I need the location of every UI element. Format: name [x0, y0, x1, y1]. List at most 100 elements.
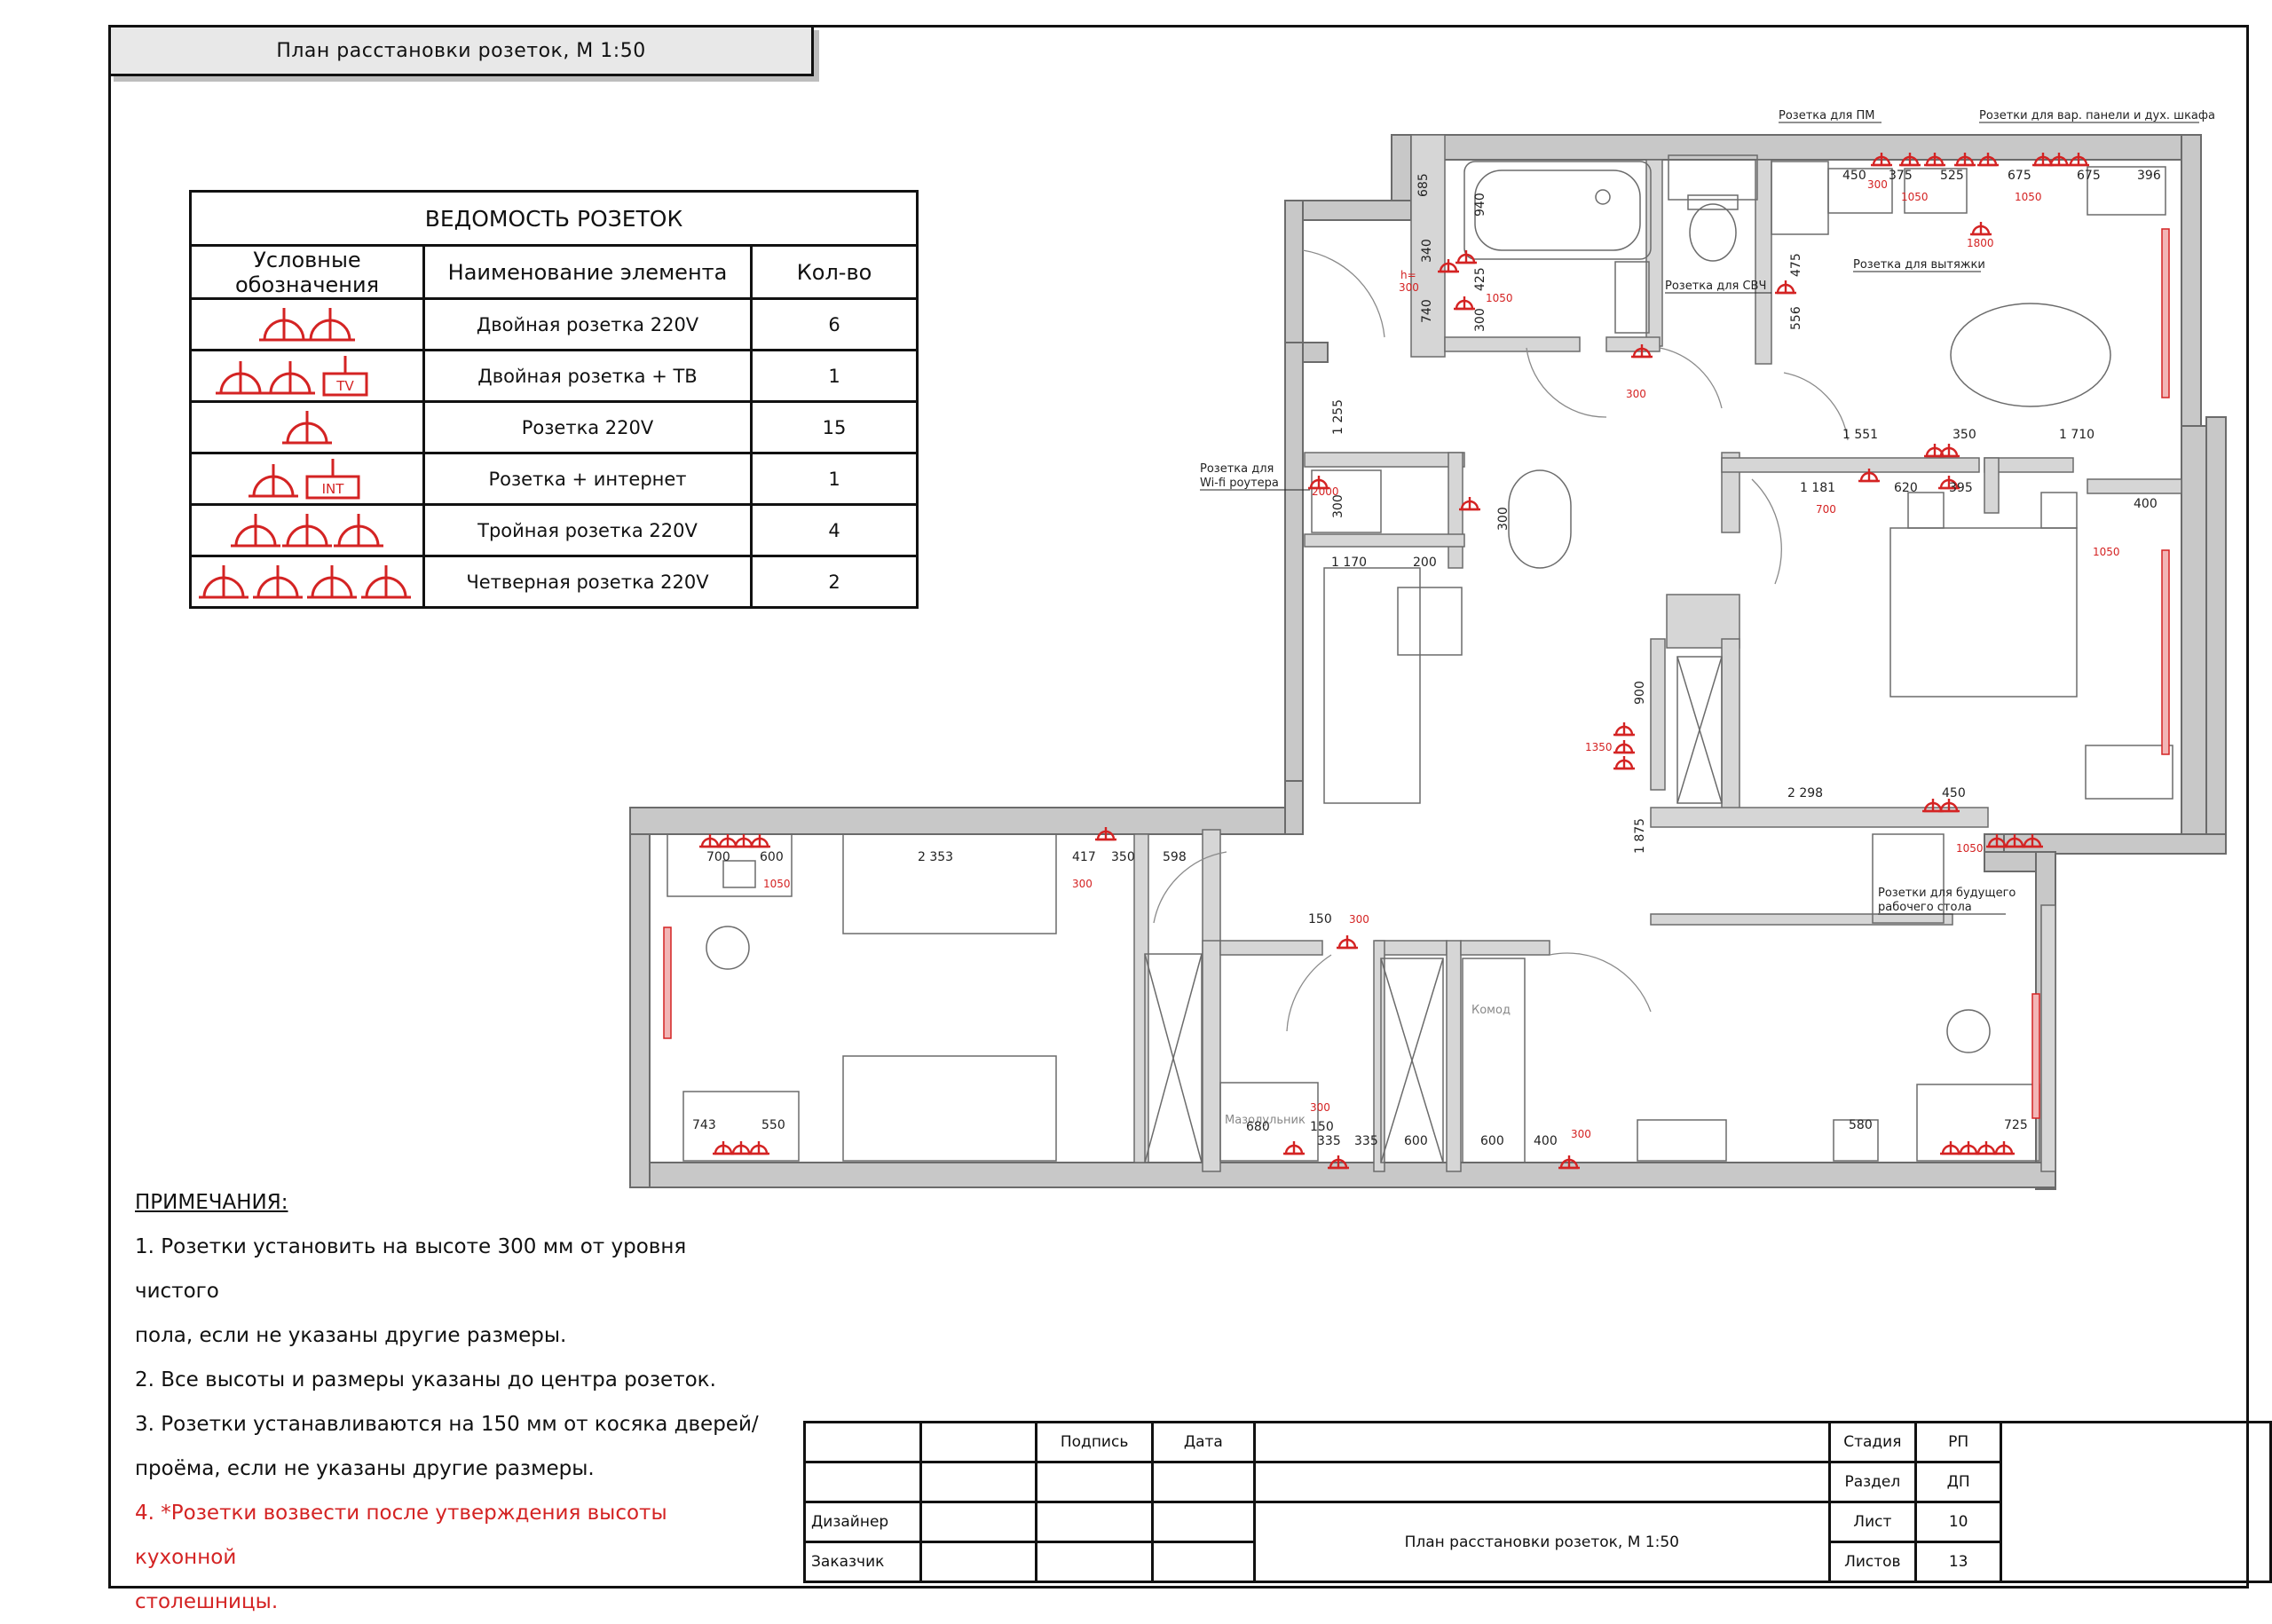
notes-block: ПРИМЕЧАНИЯ: 1. Розетки установить на выс…	[135, 1180, 774, 1624]
interior-walls	[1133, 134, 2182, 1172]
schedule-name: Розетка + интернет	[422, 452, 753, 506]
svg-text:375: 375	[1889, 169, 1913, 183]
callout-router-line1: Розетка для	[1200, 462, 1274, 476]
svg-text:1050: 1050	[1901, 191, 1929, 203]
svg-text:1 710: 1 710	[2059, 428, 2094, 442]
svg-text:150: 150	[1310, 1120, 1334, 1134]
svg-text:300: 300	[1626, 388, 1646, 400]
svg-text:600: 600	[1404, 1134, 1428, 1148]
note-line: 2. Все высоты и размеры указаны до центр…	[135, 1368, 716, 1391]
tb-sheet-label: Лист	[1827, 1501, 1917, 1543]
svg-text:300: 300	[1349, 913, 1369, 926]
tb-stage-label: Стадия	[1827, 1421, 1917, 1463]
drawing-frame	[108, 25, 2249, 1589]
single-socket-symbol	[189, 400, 425, 454]
triple-socket-symbol	[189, 503, 425, 557]
svg-text:475: 475	[1789, 253, 1803, 277]
svg-text:2000: 2000	[1312, 485, 1339, 498]
svg-text:1050: 1050	[2015, 191, 2042, 203]
svg-text:600: 600	[1480, 1134, 1504, 1148]
svg-text:300: 300	[1496, 507, 1511, 531]
svg-text:940: 940	[1473, 193, 1487, 217]
svg-text:h=: h=	[1400, 269, 1416, 281]
door-swings	[1153, 249, 1849, 1032]
callout-microwave: Розетка для СВЧ	[1665, 280, 1766, 293]
callout-desk-line1: Розетки для будущего	[1878, 887, 2016, 900]
schedule-name: Четверная розетка 220V	[422, 555, 753, 609]
svg-text:417: 417	[1072, 850, 1096, 864]
svg-text:2 298: 2 298	[1787, 786, 1823, 800]
svg-text:425: 425	[1473, 267, 1487, 291]
tb-date-label: Дата	[1151, 1421, 1256, 1463]
svg-text:1050: 1050	[763, 878, 791, 890]
double-socket-tv-symbol: TV	[189, 349, 425, 403]
exterior-walls	[629, 134, 2227, 1190]
double-socket-symbol	[189, 297, 425, 351]
svg-text:680: 680	[1246, 1120, 1270, 1134]
svg-text:700: 700	[1816, 503, 1836, 516]
tb-designer-label: Дизайнер	[803, 1501, 922, 1543]
svg-text:450: 450	[1942, 786, 1966, 800]
svg-text:396: 396	[2137, 169, 2161, 183]
sheet-title-tab: План расстановки розеток, М 1:50	[108, 25, 814, 76]
schedule-qty: 4	[750, 503, 919, 557]
svg-text:350: 350	[1952, 428, 1976, 442]
svg-text:725: 725	[2004, 1118, 2028, 1132]
svg-text:743: 743	[692, 1118, 716, 1132]
svg-text:740: 740	[1420, 299, 1434, 323]
schedule-name: Розетка 220V	[422, 400, 753, 454]
schedule-qty: 6	[750, 297, 919, 351]
svg-text:300: 300	[1310, 1101, 1330, 1114]
title-block: Подпись Дата Стадия РП Раздел ДП Дизайне…	[803, 1421, 2272, 1583]
note-warning: 4. *Розетки возвести после утверждения в…	[135, 1502, 667, 1569]
schedule-qty: 1	[750, 452, 919, 506]
schedule-row: Четверная розетка 220V 2	[189, 555, 919, 609]
sheet-title: План расстановки розеток, М 1:50	[276, 39, 646, 62]
svg-text:675: 675	[2008, 169, 2031, 183]
svg-text:556: 556	[1789, 306, 1803, 330]
svg-text:335: 335	[1317, 1134, 1341, 1148]
note-warning: столешницы.	[135, 1590, 279, 1613]
svg-text:400: 400	[1534, 1134, 1558, 1148]
svg-text:525: 525	[1940, 169, 1964, 183]
svg-text:1 170: 1 170	[1331, 556, 1367, 570]
dimension-labels: 450 375 525 675 675 396 580 725 1 551 35…	[692, 169, 2161, 1148]
tb-stage: РП	[1913, 1421, 2003, 1463]
tb-title: План расстановки розеток, М 1:50	[1252, 1501, 1831, 1583]
svg-text:1 875: 1 875	[1633, 818, 1647, 854]
schedule-header-qty: Кол-во	[750, 244, 919, 300]
schedule-row: Двойная розетка 220V 6	[189, 297, 919, 351]
svg-text:900: 900	[1633, 681, 1647, 705]
svg-text:550: 550	[761, 1118, 785, 1132]
svg-text:300: 300	[1867, 178, 1888, 191]
note-line: пола, если не указаны другие размеры.	[135, 1324, 567, 1347]
tb-sign-label: Подпись	[1035, 1421, 1154, 1463]
svg-text:350: 350	[1111, 850, 1135, 864]
svg-text:1050: 1050	[1486, 292, 1513, 304]
socket-internet-symbol: INT	[189, 452, 425, 506]
svg-text:400: 400	[2134, 497, 2158, 511]
svg-text:1350: 1350	[1585, 741, 1613, 753]
schedule-qty: 1	[750, 349, 919, 403]
callout-desk-line2: рабочего стола	[1878, 901, 1972, 914]
note-line: проёма, если не указаны другие размеры.	[135, 1457, 595, 1480]
callout-hood: Розетка для вытяжки	[1853, 258, 1985, 272]
svg-text:580: 580	[1849, 1118, 1873, 1132]
svg-text:450: 450	[1842, 169, 1866, 183]
radiators	[663, 228, 2170, 1119]
schedule-row: Розетка 220V 15	[189, 400, 919, 454]
tb-sheets-label: Листов	[1827, 1541, 1917, 1583]
svg-text:300: 300	[1571, 1128, 1591, 1140]
schedule-row: TV Двойная розетка + ТВ 1	[189, 349, 919, 403]
svg-text:1 181: 1 181	[1800, 481, 1835, 495]
svg-text:675: 675	[2077, 169, 2101, 183]
svg-text:1050: 1050	[1956, 842, 1984, 855]
tv-tag: TV	[335, 378, 354, 394]
svg-text:395: 395	[1949, 481, 1973, 495]
svg-text:1 255: 1 255	[1331, 399, 1345, 435]
tb-section: ДП	[1913, 1461, 2003, 1503]
svg-text:1800: 1800	[1967, 237, 1994, 249]
note-line: 1. Розетки установить на высоте 300 мм о…	[135, 1235, 687, 1303]
callout-router-line2: Wi-fi роутера	[1200, 477, 1279, 490]
